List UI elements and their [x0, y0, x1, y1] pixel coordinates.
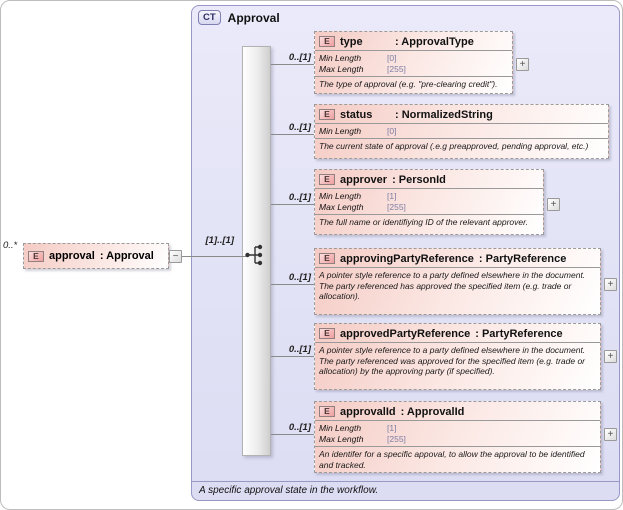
element-header: E approvedPartyReference : PartyReferenc…: [315, 324, 600, 342]
element-icon: E: [319, 109, 335, 120]
element-header: E type : ApprovalType: [315, 32, 512, 50]
facet-row: Max Length [255]: [319, 434, 596, 445]
facets-section: Min Length [1] Max Length [255]: [315, 188, 543, 214]
facet-row: Max Length [255]: [319, 64, 508, 75]
element-box-approver[interactable]: E approver : PersonId Min Length [1] Max…: [314, 169, 544, 235]
facet-row: Min Length [0]: [319, 126, 604, 137]
element-type: : PersonId: [392, 173, 446, 186]
element-icon: E: [319, 406, 335, 417]
element-icon: E: [319, 36, 335, 47]
facet-value: [0]: [387, 53, 397, 63]
sequence-occurrence-label: [1]..[1]: [205, 235, 235, 246]
facet-label: Min Length: [319, 423, 362, 433]
cardinality-label: 0..[1]: [288, 52, 311, 63]
expand-button[interactable]: +: [516, 58, 529, 71]
cardinality-label: 0..[1]: [288, 192, 311, 203]
root-element-name: approval: [49, 250, 95, 262]
element-header: E approver : PersonId: [315, 170, 543, 188]
facet-value: [0]: [387, 126, 397, 136]
facet-label: Min Length: [319, 53, 362, 63]
expand-button[interactable]: +: [604, 278, 617, 291]
connector-line: [271, 134, 314, 135]
facet-value: [1]: [387, 191, 397, 201]
element-name: approver: [340, 173, 388, 186]
facet-value: [1]: [387, 423, 397, 433]
complex-type-header: CT Approval: [198, 10, 280, 25]
cardinality-label: 0..[1]: [288, 344, 311, 355]
element-icon: E: [319, 328, 335, 339]
element-type: : PartyReference: [478, 252, 567, 265]
element-name: approvalId: [340, 405, 396, 418]
element-header: E status : NormalizedString: [315, 105, 608, 123]
collapse-button[interactable]: −: [169, 250, 182, 263]
element-type: : ApprovalType: [395, 35, 474, 48]
facets-section: Min Length [0]: [315, 123, 608, 138]
element-annotation: A pointer style reference to a party def…: [315, 342, 600, 379]
element-icon: E: [319, 253, 335, 264]
complex-type-title: Approval: [227, 10, 280, 25]
root-element-type: : Approval: [99, 250, 154, 262]
root-connector-line: [182, 256, 246, 257]
element-icon: E: [28, 250, 44, 262]
element-annotation: A pointer style reference to a party def…: [315, 267, 600, 304]
connector-line: [271, 356, 314, 357]
facets-section: Min Length [1] Max Length [255]: [315, 420, 600, 446]
element-name: approvedPartyReference: [340, 327, 471, 340]
sequence-icon: [244, 242, 268, 273]
sequence-compositor-bar: [242, 46, 271, 456]
element-box-type[interactable]: E type : ApprovalType Min Length [0] Max…: [314, 31, 513, 94]
element-annotation: The type of approval (e.g. "pre-clearing…: [315, 76, 512, 92]
element-header: E approvalId : ApprovalId: [315, 402, 600, 420]
element-type: : PartyReference: [475, 327, 563, 340]
connector-line: [271, 284, 314, 285]
element-annotation: The full name or identifiying ID of the …: [315, 214, 543, 230]
element-annotation: An identifer for a specific appoval, to …: [315, 446, 600, 472]
expand-button[interactable]: +: [604, 428, 617, 441]
element-header: E approvingPartyReference : PartyReferen…: [315, 249, 600, 267]
facet-value: [255]: [387, 64, 406, 74]
cardinality-label: 0..[1]: [288, 272, 311, 283]
facet-row: Min Length [1]: [319, 423, 596, 434]
facet-row: Min Length [0]: [319, 53, 508, 64]
cardinality-label: 0..[1]: [288, 422, 311, 433]
element-box-approvingPartyReference[interactable]: E approvingPartyReference : PartyReferen…: [314, 248, 601, 315]
element-box-approvalId[interactable]: E approvalId : ApprovalId Min Length [1]…: [314, 401, 601, 473]
complex-type-annotation: A specific approval state in the workflo…: [192, 481, 619, 500]
expand-button[interactable]: +: [547, 198, 560, 211]
element-name: status: [340, 108, 373, 121]
element-type: : NormalizedString: [395, 108, 493, 121]
facet-label: Max Length: [319, 202, 364, 212]
element-box-approval[interactable]: E approval : Approval: [23, 243, 169, 269]
element-name: approvingPartyReference: [340, 252, 474, 265]
facet-value: [255]: [387, 434, 406, 444]
element-type: : ApprovalId: [400, 405, 465, 418]
element-box-approvedPartyReference[interactable]: E approvedPartyReference : PartyReferenc…: [314, 323, 601, 390]
element-icon: E: [319, 174, 335, 185]
facet-label: Max Length: [319, 64, 364, 74]
facet-value: [255]: [387, 202, 406, 212]
element-annotation: The current state of approval (.e.g prea…: [315, 138, 608, 154]
root-cardinality-label: 0..*: [3, 240, 18, 251]
connector-line: [271, 434, 314, 435]
connector-line: [271, 64, 314, 65]
facet-label: Min Length: [319, 126, 362, 136]
facet-label: Min Length: [319, 191, 362, 201]
complex-type-badge: CT: [198, 10, 221, 25]
facets-section: Min Length [0] Max Length [255]: [315, 50, 512, 76]
element-name: type: [340, 35, 363, 48]
cardinality-label: 0..[1]: [288, 122, 311, 133]
facet-label: Max Length: [319, 434, 364, 444]
element-box-status[interactable]: E status : NormalizedString Min Length […: [314, 104, 609, 159]
connector-line: [271, 204, 314, 205]
expand-button[interactable]: +: [604, 350, 617, 363]
facet-row: Max Length [255]: [319, 202, 539, 213]
facet-row: Min Length [1]: [319, 191, 539, 202]
